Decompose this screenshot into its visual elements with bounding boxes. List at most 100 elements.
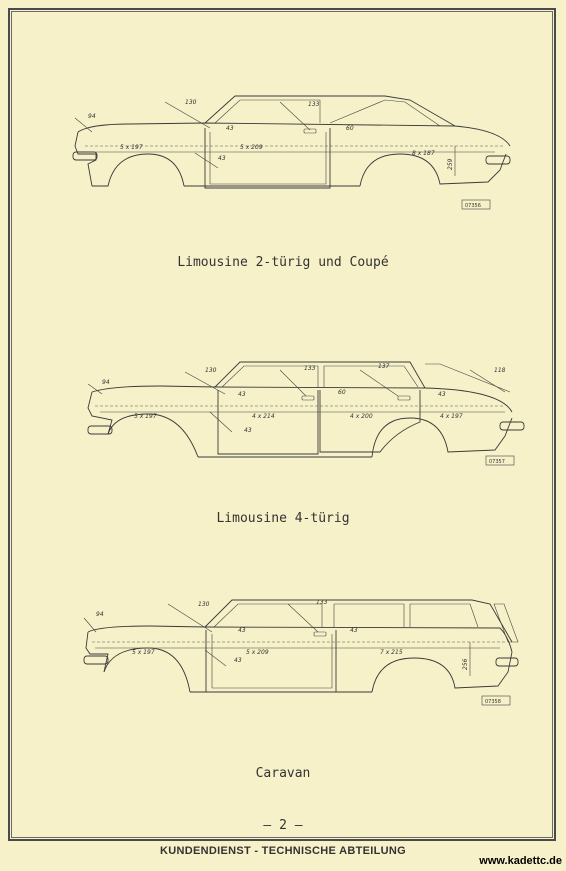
rear-wheel-arch bbox=[371, 417, 513, 458]
leader-mirror bbox=[279, 369, 307, 397]
label-front: 94 bbox=[96, 611, 104, 618]
leader-front bbox=[83, 617, 97, 633]
footer-department: KUNDENDIENST - TECHNISCHE ABTEILUNG bbox=[160, 845, 406, 857]
door-outline bbox=[205, 630, 337, 693]
front-end bbox=[74, 131, 97, 187]
label-seg1: 5 x 197 bbox=[120, 144, 143, 151]
label-pillar-lower: 43 bbox=[238, 627, 246, 634]
front-wheel-arch bbox=[92, 153, 185, 187]
leader-sill bbox=[209, 411, 233, 433]
label-seg1: 5 x 197 bbox=[134, 413, 157, 420]
label-tail: 118 bbox=[494, 367, 506, 374]
ref-number: 07357 bbox=[489, 459, 505, 465]
roofline bbox=[204, 95, 456, 127]
door-inner bbox=[211, 634, 333, 689]
rear-window bbox=[329, 99, 441, 127]
label-pillar: 130 bbox=[205, 367, 217, 374]
label-rear-pillar: 43 bbox=[438, 391, 446, 398]
front-door-handle bbox=[301, 395, 315, 401]
label-pillar: 130 bbox=[185, 99, 197, 106]
tailgate bbox=[493, 603, 519, 643]
leader-front bbox=[87, 383, 103, 395]
front-bumper bbox=[72, 151, 98, 161]
label-sill-lower: 43 bbox=[234, 657, 242, 664]
door-inner bbox=[209, 132, 327, 185]
label-mirror: 133 bbox=[308, 101, 320, 108]
caption-caravan: Caravan bbox=[255, 766, 311, 781]
label-seg2: 5 x 209 bbox=[246, 649, 269, 656]
rear-door-handle bbox=[397, 395, 411, 401]
leader-rear-handle bbox=[359, 369, 399, 397]
label-height: 259 bbox=[447, 158, 454, 170]
rear-wheel-arch bbox=[359, 153, 507, 187]
label-door-top: 60 bbox=[346, 125, 354, 132]
ref-box bbox=[481, 695, 511, 706]
label-seg3: 7 x 215 bbox=[380, 649, 403, 656]
car-diagram-2door: 94 130 43 43 133 60 5 x 197 5 x 209 8 x … bbox=[72, 95, 511, 210]
front-window bbox=[221, 365, 319, 388]
body-top bbox=[91, 385, 513, 413]
middle-window bbox=[333, 603, 405, 627]
ref-number: 07356 bbox=[465, 203, 481, 209]
label-pillar-lower: 43 bbox=[226, 125, 234, 132]
leader-tail bbox=[469, 369, 506, 393]
label-front: 94 bbox=[88, 113, 96, 120]
door-handle bbox=[313, 631, 327, 637]
label-seg2: 4 x 214 bbox=[252, 413, 275, 420]
rear-roof bbox=[425, 363, 511, 393]
ref-number: 07358 bbox=[485, 699, 501, 705]
front-window bbox=[213, 603, 323, 628]
door-handle bbox=[303, 128, 317, 134]
caption-4door: Limousine 4-türig bbox=[216, 511, 350, 526]
door-outline bbox=[204, 128, 331, 189]
caption-2door: Limousine 2-türig und Coupé bbox=[177, 255, 389, 270]
rear-window bbox=[323, 365, 419, 388]
front-door bbox=[217, 390, 319, 455]
leader-pillar bbox=[184, 371, 226, 395]
watermark-url: www.kadettc.de bbox=[479, 855, 562, 867]
roofline bbox=[204, 599, 513, 643]
label-mirror: 133 bbox=[316, 599, 328, 606]
label-seg4: 4 x 197 bbox=[440, 413, 463, 420]
label-door-top: 43 bbox=[350, 627, 358, 634]
ref-box bbox=[485, 455, 515, 466]
leader-mirror bbox=[279, 101, 311, 131]
label-height: 256 bbox=[462, 658, 469, 670]
label-seg2: 5 x 209 bbox=[240, 144, 263, 151]
label-seg1: 5 x 197 bbox=[132, 649, 155, 656]
roofline bbox=[214, 361, 426, 389]
label-front: 94 bbox=[102, 379, 110, 386]
front-wheel-arch bbox=[107, 413, 199, 458]
label-pillar-lower: 43 bbox=[238, 391, 246, 398]
front-bumper bbox=[87, 425, 113, 435]
side-window bbox=[214, 99, 321, 124]
rear-window bbox=[409, 603, 479, 628]
page-number: – 2 – bbox=[263, 818, 303, 833]
rear-bumper bbox=[495, 657, 519, 667]
label-mirror: 133 bbox=[304, 365, 316, 372]
page-border bbox=[8, 8, 556, 841]
leader-pillar bbox=[164, 101, 211, 129]
label-seg3: 4 x 200 bbox=[350, 413, 373, 420]
rear-bumper bbox=[485, 155, 511, 165]
front-end bbox=[85, 631, 109, 673]
leader-mirror bbox=[287, 603, 319, 633]
label-door-top: 60 bbox=[338, 389, 346, 396]
label-rear-handle: 137 bbox=[378, 363, 390, 370]
leader-pillar bbox=[167, 603, 213, 633]
front-bumper bbox=[83, 655, 109, 665]
label-sill-lower: 43 bbox=[244, 427, 252, 434]
car-diagram-4door: 94 130 43 43 133 60 137 43 118 5 x 197 4… bbox=[87, 361, 525, 466]
front-end bbox=[87, 391, 113, 435]
leader-sill bbox=[194, 152, 219, 169]
rear-wheel-arch bbox=[371, 651, 513, 693]
leader-front bbox=[74, 117, 93, 133]
ref-box bbox=[461, 199, 491, 210]
label-seg3: 8 x 187 bbox=[412, 150, 435, 157]
rear-bumper bbox=[499, 421, 525, 431]
rear-door bbox=[319, 390, 421, 453]
body-top bbox=[77, 122, 511, 147]
leader-sill bbox=[204, 649, 227, 667]
label-sill-lower: 43 bbox=[218, 155, 226, 162]
label-pillar: 130 bbox=[198, 601, 210, 608]
